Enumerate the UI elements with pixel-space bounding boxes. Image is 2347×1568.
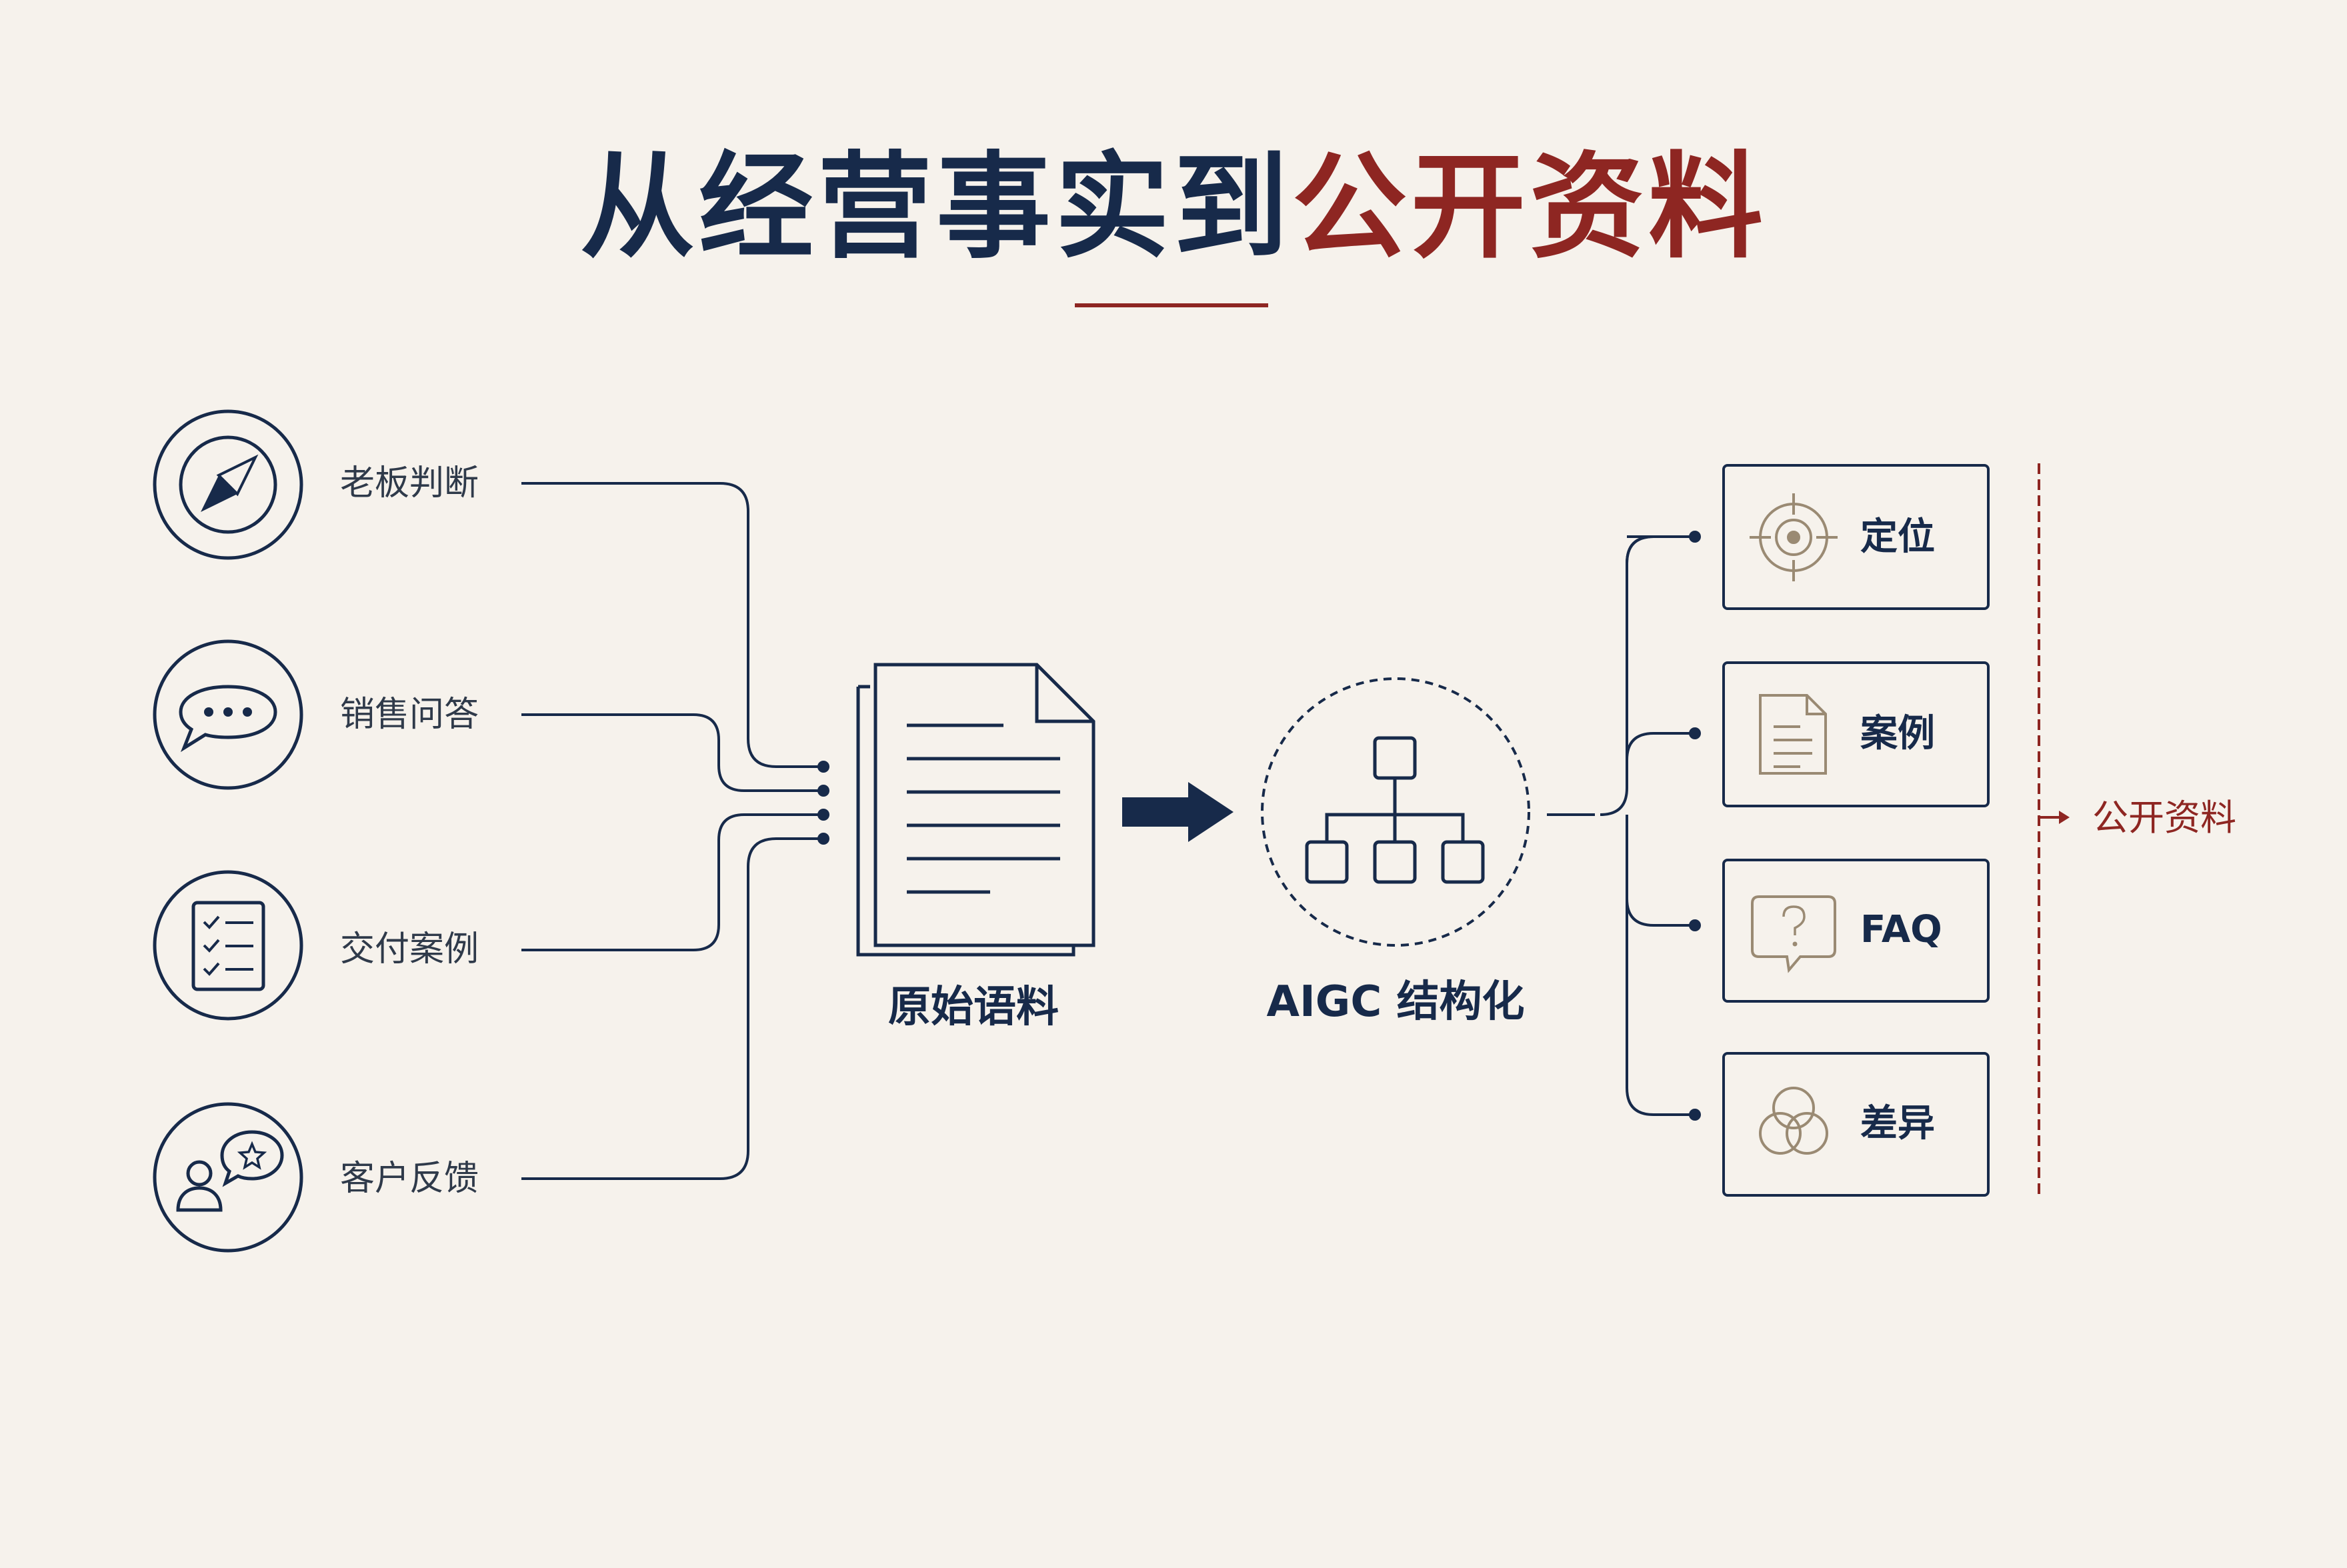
connector-dot — [817, 785, 829, 797]
connector-dot — [1689, 919, 1701, 931]
aigc-structuring-label: AIGC 结构化 — [1266, 977, 1525, 1027]
connector-dot — [817, 809, 829, 821]
raw-material-label: 原始语料 — [888, 983, 1059, 1032]
title-highlight: 公开资料 — [1292, 139, 1767, 274]
hierarchy-icon — [1261, 677, 1530, 947]
output-card-cases — [1722, 661, 1990, 807]
output-card-positioning — [1722, 464, 1990, 610]
page-title: 从经营事实到公开资料 — [0, 137, 2347, 277]
public-material-label: 公开资料 — [2092, 797, 2236, 839]
output-card-difference — [1722, 1052, 1990, 1197]
compass-icon — [153, 409, 303, 560]
connector-dot — [1689, 531, 1701, 543]
connector-dot — [1689, 727, 1701, 739]
output-card-faq — [1722, 859, 1990, 1003]
connector-dot — [817, 833, 829, 845]
output-label-positioning: 定位 — [1860, 515, 1935, 559]
document-stack-icon — [856, 663, 1095, 957]
output-label-difference: 差异 — [1860, 1102, 1935, 1145]
chat-bubble-icon — [153, 639, 303, 790]
source-label-customer-feedback: 客户反馈 — [340, 1159, 479, 1199]
output-label-cases: 案例 — [1860, 712, 1935, 755]
venn-circles-icon — [1759, 1087, 1828, 1155]
connector-dot — [817, 761, 829, 773]
output-label-faq: FAQ — [1860, 908, 1942, 951]
source-label-sales-qa: 销售问答 — [340, 695, 479, 735]
input-connectors — [521, 482, 822, 1180]
question-bubble-icon — [1751, 895, 1836, 973]
document-icon — [1759, 694, 1827, 775]
public-arrow-icon — [2059, 811, 2070, 824]
flow-arrow — [1122, 782, 1234, 842]
source-label-delivery-cases: 交付案例 — [340, 929, 479, 969]
target-icon — [1750, 493, 1838, 581]
output-connectors — [1547, 535, 1694, 1116]
connector-dot — [1689, 1109, 1701, 1121]
source-label-boss-judgement: 老板判断 — [340, 463, 479, 503]
user-feedback-icon — [153, 1102, 303, 1253]
title-main: 从经营事实到 — [580, 139, 1292, 274]
checklist-icon — [153, 870, 303, 1021]
